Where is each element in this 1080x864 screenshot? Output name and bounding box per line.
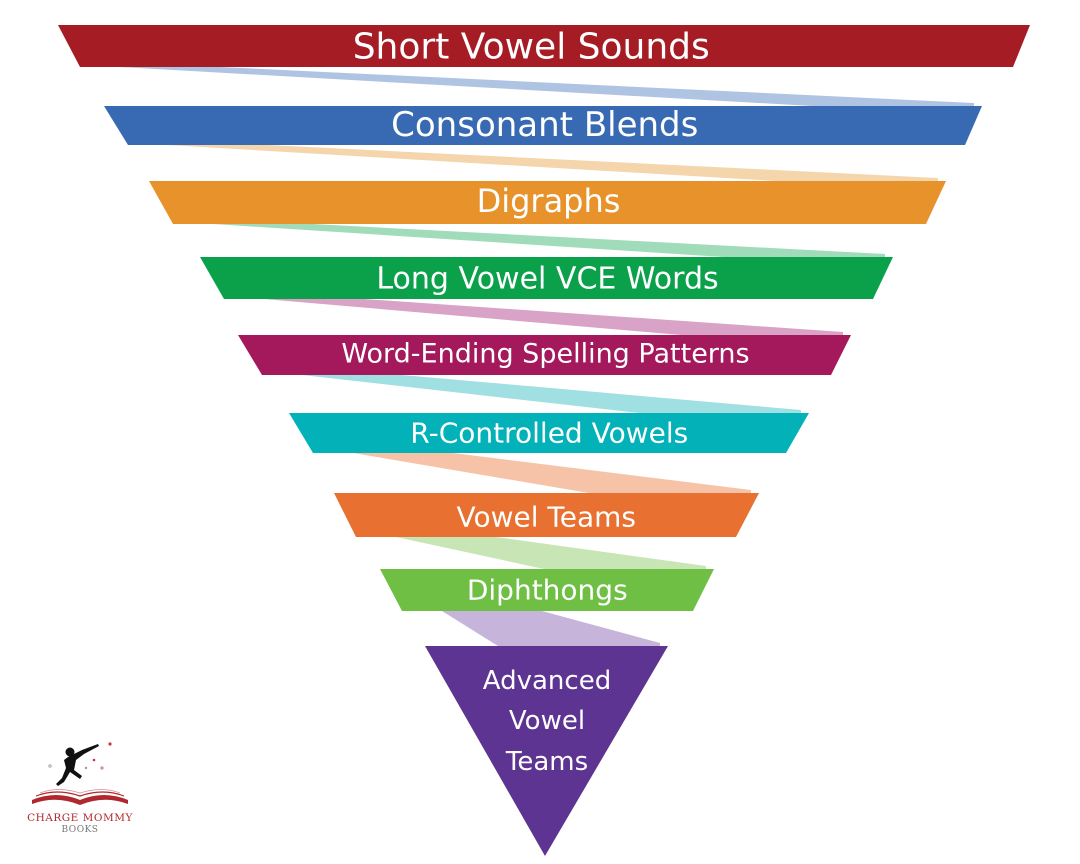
ribbon-consonant-blends	[168, 145, 938, 181]
band-short-vowel-sounds	[58, 25, 1030, 67]
band-advanced-vowel-teams	[425, 646, 668, 856]
apex-label-line-1: Advanced	[483, 666, 611, 696]
ribbon-long-vowel-vce-words	[264, 299, 843, 335]
ribbon-diphthongs	[442, 611, 660, 646]
band-vowel-teams	[334, 493, 759, 537]
band-label-long-vowel-vce-words: Long Vowel VCE Words	[376, 262, 718, 297]
apex-label-line-3: Teams	[505, 747, 588, 777]
charge-mommy-logo: CHARGE MOMMY BOOKS	[24, 738, 136, 838]
logo-books-line: BOOKS	[61, 825, 99, 835]
ribbon-r-controlled-vowels	[353, 453, 751, 493]
band-label-short-vowel-sounds: Short Vowel Sounds	[353, 27, 710, 68]
band-consonant-blends	[104, 106, 982, 145]
logo-brand-line: CHARGE MOMMY	[27, 812, 133, 824]
reader-silhouette-icon	[32, 742, 128, 805]
band-label-vowel-teams: Vowel Teams	[456, 501, 636, 534]
apex-label-line-2: Vowel	[509, 706, 585, 736]
band-word-ending-spelling-patterns	[238, 335, 851, 375]
band-label-r-controlled-vowels: R-Controlled Vowels	[410, 417, 688, 450]
band-diphthongs	[380, 569, 714, 611]
band-label-diphthongs: Diphthongs	[467, 574, 628, 607]
ribbon-short-vowel-sounds	[120, 67, 974, 106]
band-label-consonant-blends: Consonant Blends	[391, 105, 698, 145]
band-r-controlled-vowels	[289, 413, 809, 453]
band-label-word-ending-spelling-patterns: Word-Ending Spelling Patterns	[341, 339, 749, 370]
band-long-vowel-vce-words	[200, 257, 893, 299]
ribbon-word-ending-spelling-patterns	[302, 375, 801, 413]
band-label-digraphs: Digraphs	[477, 182, 621, 220]
ribbon-digraphs	[213, 224, 885, 257]
ribbon-vowel-teams	[396, 537, 706, 569]
band-digraphs	[149, 181, 946, 224]
